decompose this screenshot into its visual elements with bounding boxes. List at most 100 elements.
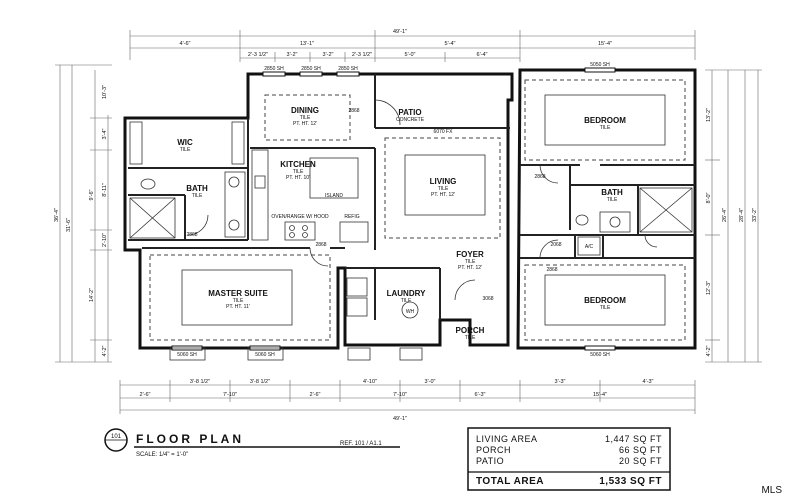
room-ceiling-living: PT. HT. 12' [431,192,455,198]
room-finish-dining: TILE [300,115,311,121]
window-label: 5060 SH [255,352,275,358]
kitchen-island-label: ISLAND [325,193,343,199]
dim-top: 15'-4" [598,41,612,47]
dim-left-outer: 31'-6" [66,218,72,232]
room-name-foyer: FOYER [456,250,484,259]
dim-left: 14'-2" [89,288,95,302]
room-finish-bedroom-bottom: TILE [600,305,611,311]
dim-top-inner: 3'-2" [287,52,298,58]
room-finish-porch: TILE [465,335,476,341]
area-table: LIVING AREA 1,447 SQ FT PORCH 66 SQ FT P… [467,427,671,491]
room-name-dining: DINING [291,106,319,115]
water-heater-label: WH [406,309,415,315]
dim-left: 8'-11" [102,183,108,197]
dim-left: 10'-3" [102,85,108,99]
dim-right-outer: 28'-4" [739,208,745,222]
ceiling-outlines [149,79,686,341]
fixtures [129,99,693,319]
room-finish-foyer: TILE [465,259,476,265]
interior-walls [128,74,695,320]
dim-left: 4'-2" [102,345,108,356]
drawing-title: FLOOR PLAN [136,432,244,446]
dim-right-outer: 26'-4" [722,208,728,222]
room-finish-wic: TILE [180,147,191,153]
room-name-bedroom-top: BEDROOM [584,116,626,125]
dim-bottom: 6'-3" [475,392,486,398]
dim-bottom-inner: 4'-10" [363,379,377,385]
range-label: OVEN/RANGE W/ HOOD [271,214,329,220]
room-finish-master-suite: TILE [233,298,244,304]
area-label-patio: PATIO [476,456,504,466]
room-ceiling-master-suite: PT. HT. 11' [226,304,250,310]
room-name-porch: PORCH [456,326,485,335]
total-area-label: TOTAL AREA [476,476,544,487]
dimension-lines [55,30,762,414]
dim-top-inner: 6'-4" [477,52,488,58]
dim-overall-top: 49'-1" [393,29,407,35]
total-area-value: 1,533 SQ FT [599,476,662,487]
dim-bottom-inner: 3'-8 1/2" [190,379,210,385]
dim-left: 9'-6" [89,189,95,200]
exterior-walls [123,68,697,350]
dim-bottom-inner: 4'-3" [643,379,654,385]
room-name-bath-master: BATH [186,184,208,193]
area-label-porch: PORCH [476,445,511,455]
dim-right: 4'-2" [706,345,712,356]
area-value-living: 1,447 SQ FT [605,434,662,444]
room-labels: WIC TILE BATH TILE DINING TILE PT. HT. 1… [177,106,626,341]
dim-left: 3'-4" [102,128,108,139]
door-label: 2868 [534,174,545,180]
dim-top: 13'-1" [300,41,314,47]
room-finish-living: TILE [438,186,449,192]
area-value-patio: 20 SQ FT [619,456,662,466]
window-label: 5060 SH [590,352,610,358]
dim-right: 8'-0" [706,192,712,203]
mls-watermark: MLS [761,485,782,496]
dim-bottom: 7'-10" [223,392,237,398]
dim-top-inner: 2'-3 1/2" [248,52,268,58]
room-finish-laundry: TILE [401,298,412,304]
dim-right: 12'-3" [706,281,712,295]
dim-right: 13'-2" [706,108,712,122]
ac-label: A/C [585,244,594,250]
room-finish-patio: CONCRETE [396,117,425,123]
drawing-number: 101 [111,434,122,440]
dim-bottom: 2'-6" [310,392,321,398]
door-label: 2868 [315,242,326,248]
dim-bottom: 15'-4" [593,392,607,398]
dim-top-inner: 2'-3 1/2" [352,52,372,58]
window-label: 2850 SH [301,66,321,72]
room-name-wic: WIC [177,138,193,147]
dim-left-outer: 36'-4" [54,208,60,222]
room-finish-kitchen: TILE [293,169,304,175]
door-label: 3068 [482,296,493,302]
windows [169,67,616,361]
room-ceiling-dining: PT. HT. 12' [293,121,317,127]
door-label: 2868 [546,267,557,273]
room-finish-bedroom-top: TILE [600,125,611,131]
dim-top: 5'-4" [445,41,456,47]
window-label: 2850 SH [264,66,284,72]
dim-bottom-inner: 3'-0" [425,379,436,385]
room-name-bath-hall: BATH [601,188,623,197]
room-name-master-suite: MASTER SUITE [208,289,268,298]
drawing-scale: SCALE: 1/4" = 1'-0" [136,452,188,458]
area-label-living: LIVING AREA [476,434,538,444]
room-ceiling-foyer: PT. HT. 12' [458,265,482,271]
dim-top-inner: 3'-2" [323,52,334,58]
dim-left: 2'-10" [102,233,108,247]
refrigerator-label: REFIG [344,214,359,220]
window-label: 5060 SH [177,352,197,358]
dim-top: 4'-6" [180,41,191,47]
window-label: 5050 SH [590,62,610,68]
room-name-bedroom-bottom: BEDROOM [584,296,626,305]
drawing-note: REF. 101 / A1.1 [340,441,382,447]
dim-right-outer: 33'-2" [752,208,758,222]
window-label: 2850 SH [338,66,358,72]
dim-overall-bottom: 49'-1" [393,416,407,422]
door-label: 2868 [186,232,197,238]
dim-bottom-inner: 3'-8 1/2" [250,379,270,385]
door-label: 6070 FX [434,129,454,135]
room-name-living: LIVING [430,177,457,186]
room-name-laundry: LAUNDRY [387,289,426,298]
